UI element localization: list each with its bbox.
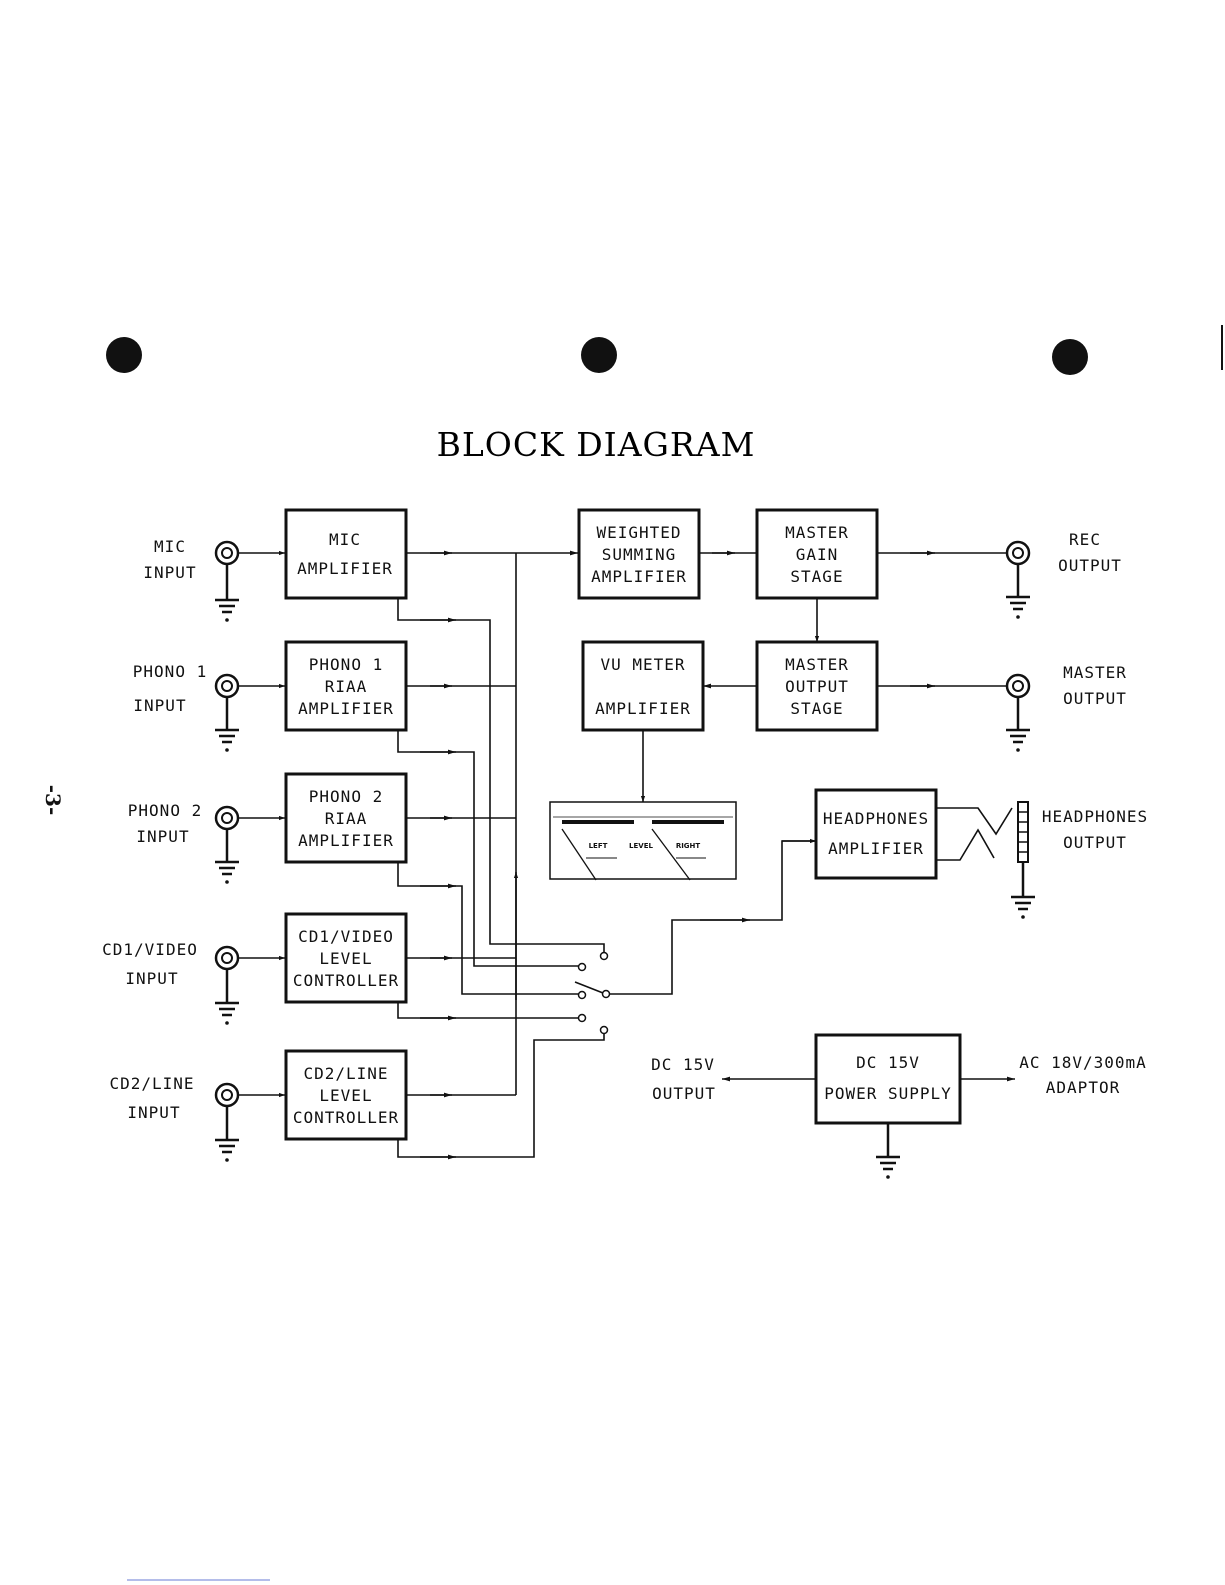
phono2-input-label-line1: PHONO 2: [128, 801, 202, 820]
svg-text:RIAA: RIAA: [325, 677, 368, 696]
headphones-output-label-line2: OUTPUT: [1063, 833, 1127, 852]
vu-led-bar-right: [652, 820, 724, 824]
svg-text:LEVEL: LEVEL: [319, 1086, 372, 1105]
vu-meter-display: LEFT LEVEL RIGHT: [549, 801, 737, 881]
rec-output-jack: REC OUTPUT: [1005, 530, 1122, 619]
master-output-label-line2: OUTPUT: [1063, 689, 1127, 708]
svg-text:DC 15V: DC 15V: [651, 1055, 715, 1074]
svg-text:PHONO 1: PHONO 1: [309, 655, 383, 674]
weighted-summing-amplifier-block: WEIGHTED SUMMING AMPLIFIER: [577, 508, 701, 600]
cd2-level-controller-block: CD2/LINE LEVEL CONTROLLER: [284, 1049, 408, 1141]
svg-text:SUMMING: SUMMING: [602, 545, 676, 564]
phono2-input-label-line2: INPUT: [136, 827, 189, 846]
svg-text:MIC: MIC: [329, 530, 361, 549]
ac-adaptor-label: AC 18V/300mA ADAPTOR: [1019, 1053, 1147, 1097]
cue-selector-switch: [574, 838, 816, 1035]
svg-text:HEADPHONES: HEADPHONES: [823, 809, 929, 828]
svg-text:AMPLIFIER: AMPLIFIER: [591, 567, 687, 586]
vu-label-left: LEFT: [589, 842, 608, 850]
mic-input-jack: MIC INPUT: [143, 537, 240, 622]
cd2-input-label-line1: CD2/LINE: [109, 1074, 194, 1093]
svg-text:WEIGHTED: WEIGHTED: [596, 523, 681, 542]
svg-text:AMPLIFIER: AMPLIFIER: [298, 831, 394, 850]
phono2-input-jack: PHONO 2 INPUT: [128, 801, 240, 884]
cd2-input-jack: CD2/LINE INPUT: [109, 1074, 240, 1162]
mix-bus-wires: [397, 550, 605, 1160]
cd1-input-jack: CD1/VIDEO INPUT: [102, 940, 240, 1025]
svg-text:LEVEL: LEVEL: [319, 949, 372, 968]
mic-input-label-line1: MIC: [154, 537, 186, 556]
svg-text:CONTROLLER: CONTROLLER: [293, 971, 399, 990]
mic-input-label-line2: INPUT: [143, 563, 196, 582]
dc-output-label: DC 15V OUTPUT: [651, 1055, 716, 1103]
input-connectors: [238, 550, 285, 1098]
vu-led-bar-left: [562, 820, 634, 824]
mic-amplifier-block: MIC AMPLIFIER: [284, 508, 408, 600]
svg-text:AC 18V/300mA: AC 18V/300mA: [1019, 1053, 1147, 1072]
master-gain-stage-block: MASTER GAIN STAGE: [755, 508, 879, 600]
binder-hole-left: [106, 337, 142, 373]
svg-text:AMPLIFIER: AMPLIFIER: [297, 559, 393, 578]
phono1-riaa-amplifier-block: PHONO 1 RIAA AMPLIFIER: [284, 640, 408, 732]
headphones-amplifier-block: HEADPHONES AMPLIFIER: [814, 788, 938, 880]
master-output-label-line1: MASTER: [1063, 663, 1127, 682]
svg-text:VU METER: VU METER: [600, 655, 685, 674]
svg-text:GAIN: GAIN: [796, 545, 839, 564]
svg-text:CD2/LINE: CD2/LINE: [303, 1064, 388, 1083]
svg-text:STAGE: STAGE: [790, 567, 843, 586]
svg-text:AMPLIFIER: AMPLIFIER: [828, 839, 924, 858]
cd1-level-controller-block: CD1/VIDEO LEVEL CONTROLLER: [284, 912, 408, 1004]
cd1-input-label-line2: INPUT: [125, 969, 178, 988]
cd1-input-label-line1: CD1/VIDEO: [102, 940, 198, 959]
svg-text:DC 15V: DC 15V: [856, 1053, 920, 1072]
master-output-stage-block: MASTER OUTPUT STAGE: [755, 640, 879, 732]
svg-text:STAGE: STAGE: [790, 699, 843, 718]
cd2-input-label-line2: INPUT: [127, 1103, 180, 1122]
rec-output-label-line1: REC: [1069, 530, 1101, 549]
headphones-output-jack: HEADPHONES OUTPUT: [936, 801, 1148, 919]
vu-label-level: LEVEL: [629, 842, 653, 850]
svg-text:RIAA: RIAA: [325, 809, 368, 828]
phono1-input-label-line2: INPUT: [133, 696, 186, 715]
svg-text:ADAPTOR: ADAPTOR: [1046, 1078, 1120, 1097]
svg-text:CD1/VIDEO: CD1/VIDEO: [298, 927, 394, 946]
page-title: BLOCK DIAGRAM: [437, 425, 756, 464]
svg-text:MASTER: MASTER: [785, 523, 849, 542]
svg-text:CONTROLLER: CONTROLLER: [293, 1108, 399, 1127]
svg-text:MASTER: MASTER: [785, 655, 849, 674]
rec-output-label-line2: OUTPUT: [1058, 556, 1122, 575]
output-wires: [640, 550, 1015, 1179]
page-number: -3-: [41, 785, 65, 816]
power-supply-block: DC 15V POWER SUPPLY: [814, 1033, 962, 1125]
headphones-output-label-line1: HEADPHONES: [1042, 807, 1148, 826]
svg-text:POWER SUPPLY: POWER SUPPLY: [824, 1084, 952, 1103]
phono2-riaa-amplifier-block: PHONO 2 RIAA AMPLIFIER: [284, 772, 408, 864]
phono1-input-label-line1: PHONO 1: [133, 662, 207, 681]
master-output-jack: MASTER OUTPUT: [1005, 663, 1127, 752]
vu-meter-amplifier-block: VU METER AMPLIFIER: [581, 640, 705, 732]
svg-text:OUTPUT: OUTPUT: [652, 1084, 716, 1103]
svg-text:AMPLIFIER: AMPLIFIER: [595, 699, 691, 718]
binder-hole-right: [1052, 339, 1088, 375]
svg-text:AMPLIFIER: AMPLIFIER: [298, 699, 394, 718]
vu-label-right: RIGHT: [676, 842, 701, 850]
phono1-input-jack: PHONO 1 INPUT: [133, 662, 240, 752]
svg-text:PHONO 2: PHONO 2: [309, 787, 383, 806]
svg-text:OUTPUT: OUTPUT: [785, 677, 849, 696]
binder-hole-center: [581, 337, 617, 373]
